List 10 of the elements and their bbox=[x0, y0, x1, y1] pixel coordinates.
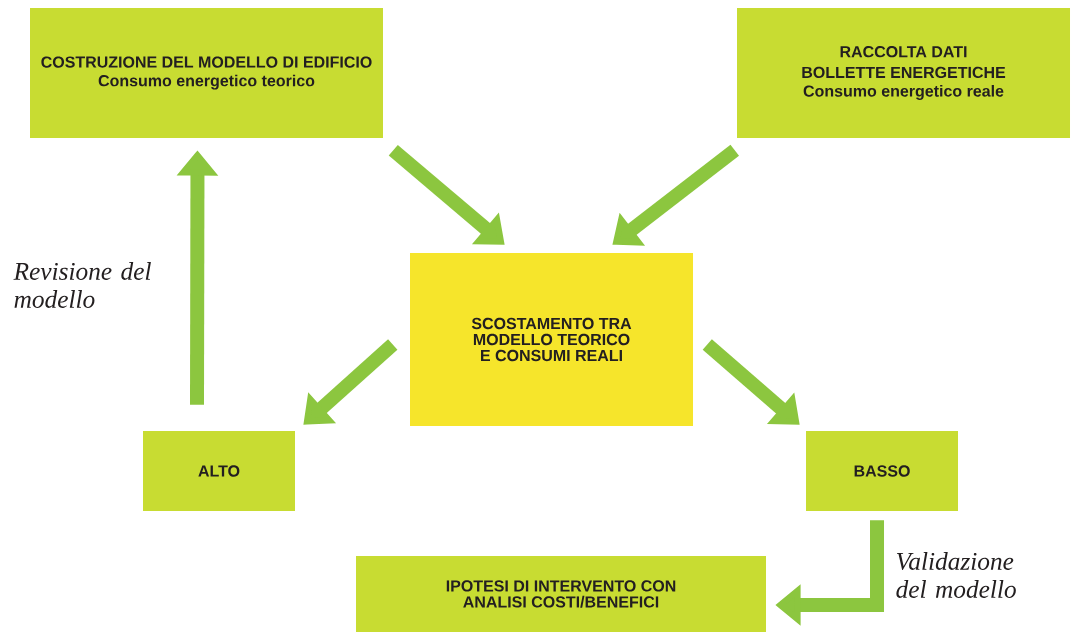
process-box: RACCOLTA DATI BOLLETTE ENERGETICHE Consumo energetico reale bbox=[737, 8, 1070, 138]
edge-label: Validazione del modello bbox=[896, 552, 1016, 598]
process-box: SCOSTAMENTO TRA MODELLO TEORICO E CONSUMI REALI bbox=[410, 253, 693, 426]
process-box: IPOTESI DI INTERVENTO CON ANALISI COSTI/BENEFICI bbox=[356, 556, 766, 632]
edge-label: Revisione del modello bbox=[13, 262, 151, 308]
arrow bbox=[702, 339, 800, 425]
process-box: ALTO bbox=[143, 431, 295, 511]
process-box: COSTRUZIONE DEL MODELLO DI EDIFICIO Consumo energetico teorico bbox=[30, 8, 383, 138]
process-box: BASSO bbox=[806, 431, 958, 511]
arrow bbox=[303, 339, 398, 425]
